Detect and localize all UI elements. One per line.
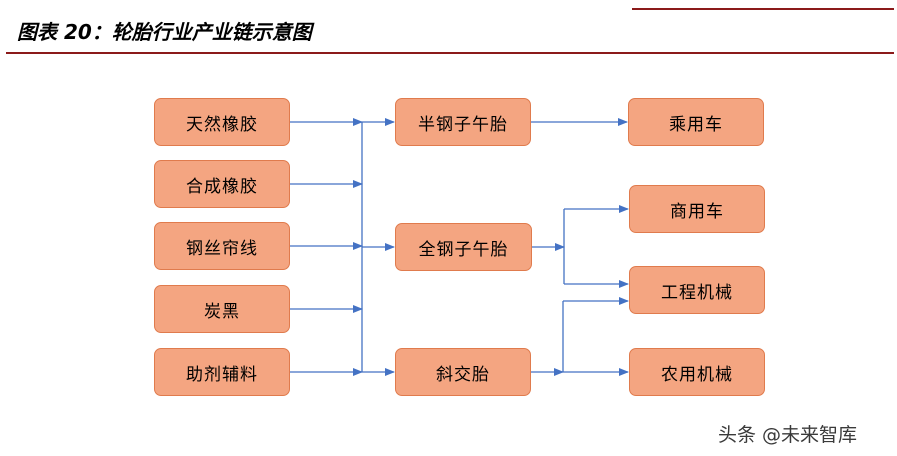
node-app-engineering-machinery: 工程机械 xyxy=(629,266,765,314)
node-product-all-steel-radial: 全钢子午胎 xyxy=(395,223,532,271)
node-app-passenger-car: 乘用车 xyxy=(628,98,764,146)
figure-title: 图表 20：轮胎行业产业链示意图 xyxy=(17,20,312,44)
watermark: 头条 @未来智库 xyxy=(718,424,858,446)
node-app-agricultural-machinery: 农用机械 xyxy=(629,348,765,396)
node-input-carbon-black: 炭黑 xyxy=(154,285,290,333)
node-product-bias-tire: 斜交胎 xyxy=(395,348,531,396)
node-product-semi-steel-radial: 半钢子午胎 xyxy=(395,98,531,146)
node-app-commercial-vehicle: 商用车 xyxy=(629,185,765,233)
header-rule-bottom xyxy=(6,52,894,54)
node-input-synthetic-rubber: 合成橡胶 xyxy=(154,160,290,208)
header-rule-top xyxy=(632,8,894,10)
node-input-natural-rubber: 天然橡胶 xyxy=(154,98,290,146)
node-input-additives: 助剂辅料 xyxy=(154,348,290,396)
node-input-steel-cord: 钢丝帘线 xyxy=(154,222,290,270)
